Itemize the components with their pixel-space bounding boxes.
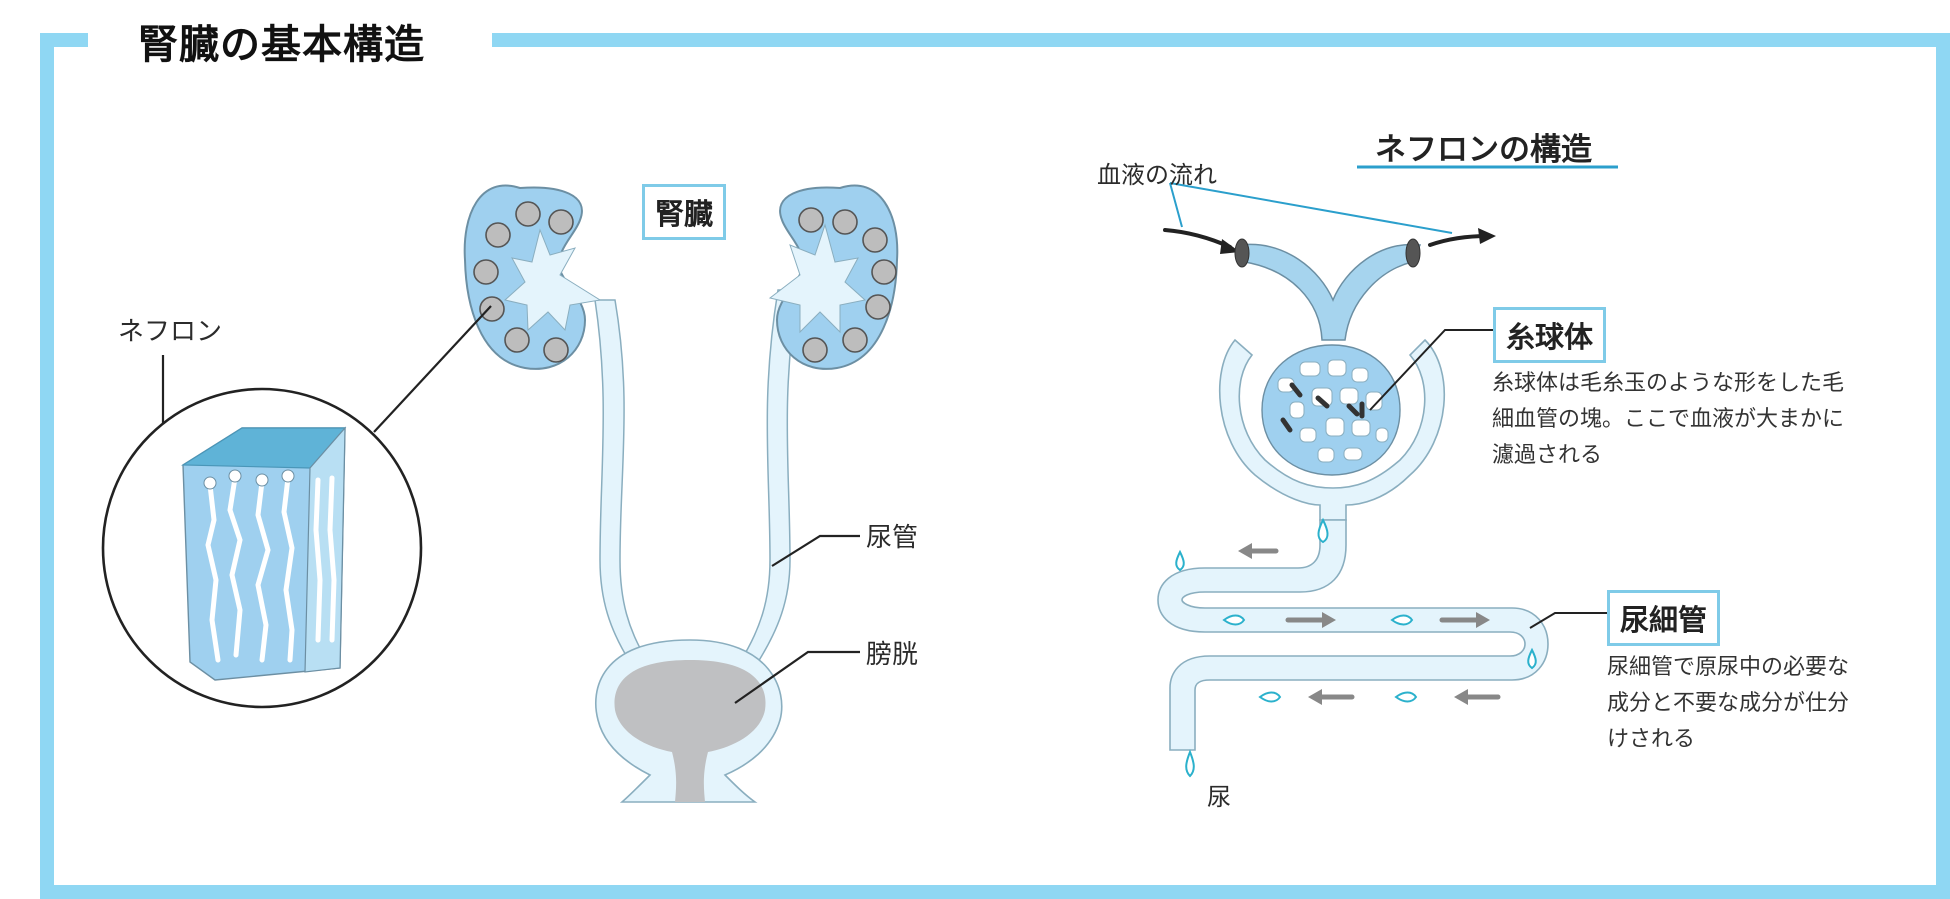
nephron-circle (799, 208, 823, 232)
nephron-circle (843, 328, 867, 352)
nephron-circle (474, 260, 498, 284)
nephron-circle (480, 297, 504, 321)
nephron-circle (833, 210, 857, 234)
nephron-circle (486, 223, 510, 247)
left-kidney (465, 186, 600, 369)
nephron-circle (803, 338, 827, 362)
nephron-magnifier (103, 389, 421, 707)
ureter-label: 尿管 (866, 517, 918, 554)
nephron-circle (863, 228, 887, 252)
nephron-circle (544, 338, 568, 362)
glomerulus (1262, 345, 1400, 475)
tubule-description: 尿細管で原尿中の必要な 成分と不要な成分が仕分 けされる (1607, 650, 1849, 758)
glomerulus-label: 糸球体 (1493, 307, 1606, 363)
kidney-label: 腎臓 (642, 184, 726, 240)
droplets (1176, 520, 1536, 776)
tubule-label: 尿細管 (1607, 590, 1720, 646)
bladder (596, 640, 782, 802)
blood-flow-label: 血液の流れ (1097, 155, 1217, 190)
nephron-title: ネフロンの構造 (1375, 124, 1592, 169)
urine-label: 尿 (1207, 777, 1231, 812)
nephron-label: ネフロン (118, 311, 222, 348)
blood-vessels (1240, 244, 1420, 340)
blood-flow-lines (1170, 183, 1452, 233)
glomerulus-description: 糸球体は毛糸玉のような形をした毛 細血管の塊。ここで血液が大まかに 濾過される (1492, 366, 1844, 474)
bladder-label: 膀胱 (866, 634, 918, 671)
nephron-circle (516, 202, 540, 226)
vessel-opening (1406, 239, 1420, 267)
nephron-circle (866, 295, 890, 319)
vessel-opening (1235, 239, 1249, 267)
blood-flow-arrows (1165, 230, 1488, 247)
nephron-circle (549, 210, 573, 234)
nephron-circle (872, 260, 896, 284)
renal-tubule (1158, 520, 1548, 750)
left-ureter (595, 300, 648, 662)
nephron-circle (505, 328, 529, 352)
right-kidney (770, 186, 897, 369)
page-title: 腎臓の基本構造 (138, 12, 425, 70)
